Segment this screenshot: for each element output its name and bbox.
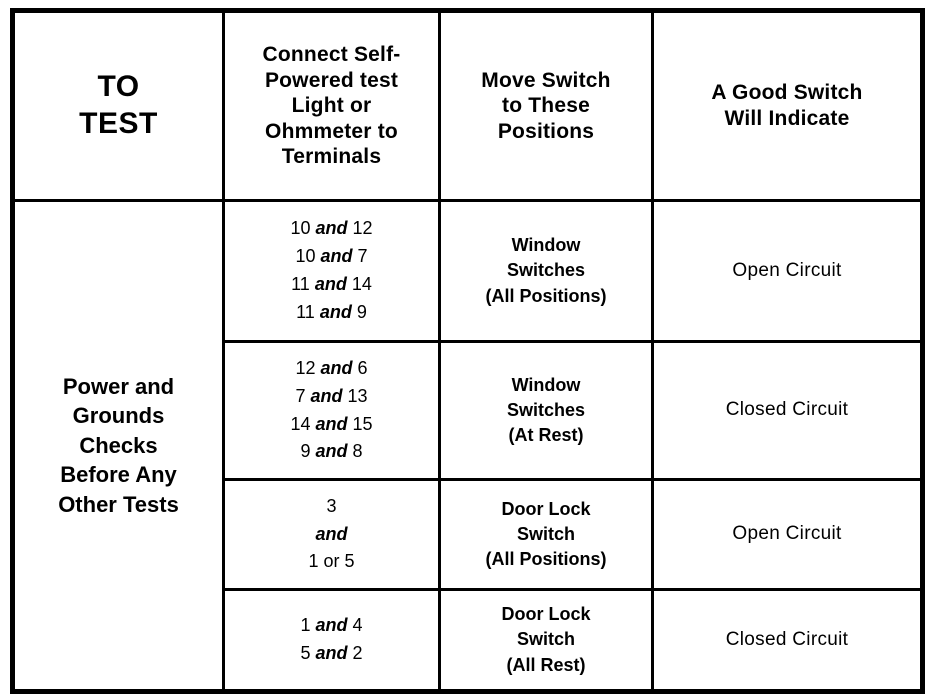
terminal-pair: 11 and 14 <box>229 271 434 299</box>
terminal-pair: 1 and 4 <box>229 612 434 640</box>
position-line: Window <box>511 374 581 395</box>
terminal-conjunction: and <box>315 615 348 636</box>
row-group-label-line-5: Other Tests <box>58 491 179 517</box>
terminal-left: 10 <box>295 246 316 267</box>
position-line: Switches <box>506 260 586 281</box>
terminal-left: 11 <box>296 301 315 322</box>
position-line: (All Rest) <box>506 654 586 675</box>
header-to-test-line-1: TO <box>97 70 140 104</box>
terminal-right: 4 <box>352 615 363 636</box>
terminal-conjunction: and <box>315 413 348 434</box>
cell-indicate: Open Circuit <box>651 199 924 343</box>
row-group-label: Power and Grounds Checks Before Any Othe… <box>11 199 225 693</box>
header-terminals-line-3: Light or <box>291 94 372 118</box>
terminal-pair: 10 and 7 <box>229 243 434 271</box>
header-indicate-line-1: A Good Switch <box>711 81 863 105</box>
terminal-left: 3 <box>326 495 337 516</box>
header-indicate: A Good Switch Will Indicate <box>651 9 924 202</box>
header-to-test-line-2: TEST <box>79 107 158 140</box>
header-terminals: Connect Self- Powered test Light or Ohmm… <box>222 9 441 202</box>
terminal-right: 7 <box>357 246 368 267</box>
header-terminals-line-2: Powered test <box>264 68 399 92</box>
terminal-left: 1 or 5 <box>308 551 355 572</box>
cell-indicate: Closed Circuit <box>651 588 924 693</box>
terminal-left: 7 <box>295 385 306 406</box>
table-header-row: TO TEST Connect Self- Powered test Light… <box>11 9 924 202</box>
terminal-conjunction: and <box>315 441 348 462</box>
row-group-label-line-1: Power and <box>62 373 175 399</box>
terminal-right: 15 <box>352 413 373 434</box>
terminal-pair: 5 and 2 <box>229 640 434 668</box>
row-group-label-line-2: Grounds <box>72 403 165 429</box>
position-line: Door Lock <box>501 604 591 625</box>
terminal-conjunction: and <box>315 643 348 663</box>
cell-terminals: 3 and 1 or 5 <box>222 478 441 591</box>
terminal-left: 9 <box>300 441 311 462</box>
terminal-right: 2 <box>352 643 363 663</box>
header-terminals-line-5: Terminals <box>281 145 382 169</box>
header-positions-line-2: to These <box>502 94 590 118</box>
terminal-right: 14 <box>351 274 372 294</box>
position-line: Window <box>511 235 581 256</box>
table-body: TO TEST Connect Self- Powered test Light… <box>11 9 924 693</box>
cell-indicate: Closed Circuit <box>651 340 924 481</box>
terminal-pair: 14 and 15 <box>229 411 434 439</box>
terminal-left: 12 <box>295 357 316 378</box>
terminal-left: 1 <box>300 615 311 636</box>
header-positions-line-3: Positions <box>497 119 595 143</box>
terminal-pair: 3 <box>229 493 434 521</box>
header-terminals-line-1: Connect Self- <box>262 42 401 66</box>
terminal-conjunction: and <box>320 246 353 267</box>
position-line: (All Positions) <box>485 285 607 306</box>
header-to-test: TO TEST <box>11 9 225 202</box>
position-line: Door Lock <box>501 498 591 519</box>
table-row: Power and Grounds Checks Before Any Othe… <box>11 199 924 693</box>
header-positions: Move Switch to These Positions <box>438 9 654 202</box>
position-line: Switch <box>516 629 575 650</box>
terminal-pair: 1 or 5 <box>229 548 434 576</box>
terminal-right: 9 <box>356 301 367 322</box>
terminal-left: 10 <box>290 218 311 239</box>
page-root: TO TEST Connect Self- Powered test Light… <box>10 8 925 694</box>
terminal-pair: 7 and 13 <box>229 383 434 411</box>
terminal-right: 12 <box>352 218 373 239</box>
terminal-conjunction: and <box>320 357 353 378</box>
terminal-conjunction: and <box>315 218 348 239</box>
cell-indicate: Open Circuit <box>651 478 924 591</box>
position-line: Switches <box>506 399 586 420</box>
terminal-conjunction: and <box>314 274 347 294</box>
header-terminals-line-4: Ohmmeter to <box>265 119 398 143</box>
terminal-right: 6 <box>357 357 368 378</box>
terminal-pair: and <box>229 521 434 549</box>
row-group-label-line-3: Checks <box>79 432 158 458</box>
terminal-pair: 10 and 12 <box>229 215 434 243</box>
header-indicate-line-2: Will Indicate <box>724 107 850 130</box>
terminal-conjunction: and <box>319 301 352 322</box>
switch-test-table: TO TEST Connect Self- Powered test Light… <box>10 8 925 694</box>
terminal-left: 5 <box>300 643 311 663</box>
terminal-conjunction: and <box>310 385 343 406</box>
terminal-right: 13 <box>347 385 368 406</box>
terminal-pair: 11 and 9 <box>229 299 434 327</box>
position-line: (At Rest) <box>508 425 584 446</box>
terminal-left: 14 <box>290 413 311 434</box>
terminal-left: 11 <box>291 274 310 294</box>
row-group-label-line-4: Before Any <box>60 462 177 488</box>
terminal-pair: 12 and 6 <box>229 355 434 383</box>
position-line: Switch <box>516 523 575 544</box>
terminal-conjunction: and <box>315 523 348 544</box>
terminal-right: 8 <box>352 441 363 462</box>
position-line: (All Positions) <box>485 549 607 570</box>
terminal-pair: 9 and 8 <box>229 438 434 466</box>
header-positions-line-1: Move Switch <box>481 68 611 92</box>
